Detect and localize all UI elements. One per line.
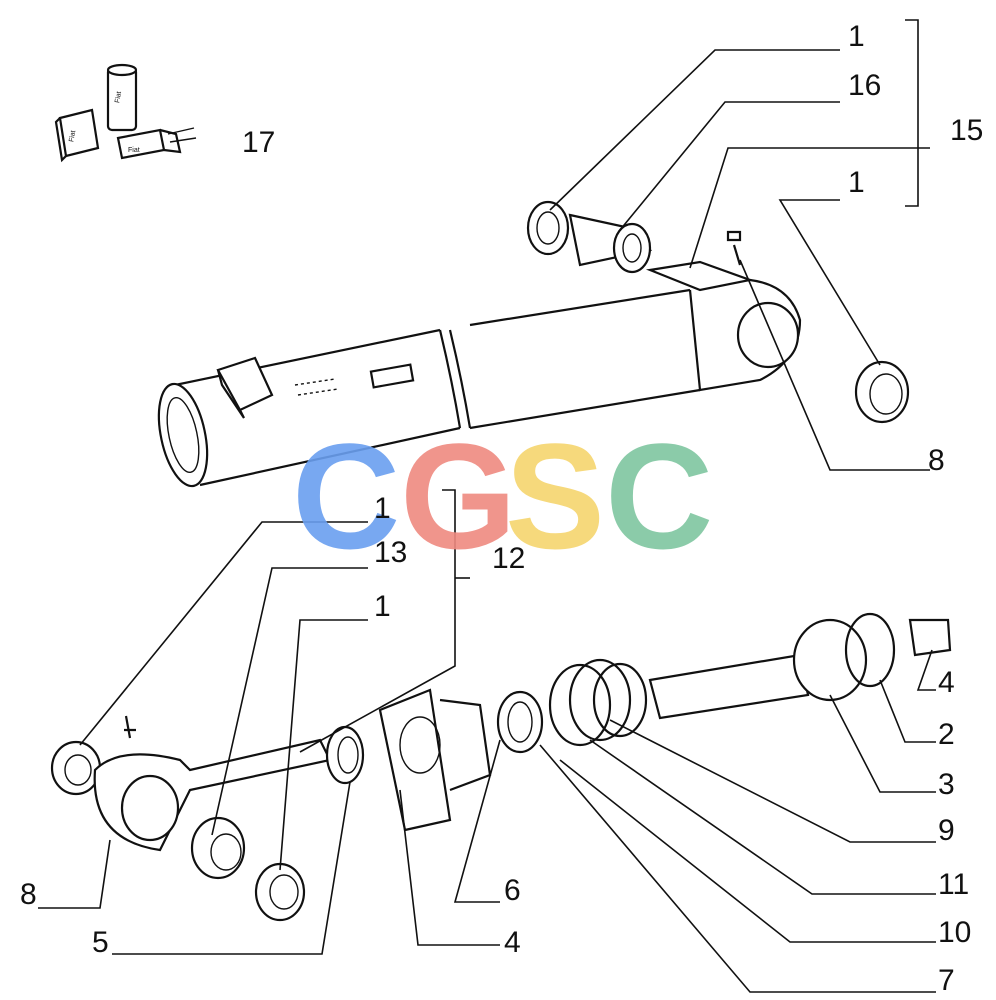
callout-1: 1: [374, 590, 391, 623]
callout-4: 4: [938, 666, 955, 699]
callout-5: 5: [92, 926, 109, 959]
callout-1: 1: [374, 492, 391, 525]
callout-17: 17: [242, 126, 275, 159]
kit-box-label: Fiat: [114, 91, 123, 104]
callout-1: 1: [848, 20, 865, 53]
cgsc-watermark: C G S C: [292, 412, 713, 580]
piston-rod-and-seals: [325, 612, 952, 832]
watermark-letter: C: [605, 412, 713, 580]
kit-box-label: Fiat: [128, 147, 140, 154]
kit-box-label: Fiat: [68, 130, 77, 143]
callout-labels: 1 16 15 1 17 8 1 13 12 1 4 2 3 9 11 10 7…: [20, 20, 983, 997]
watermark-letter: G: [400, 412, 517, 580]
callout-3: 3: [938, 768, 955, 801]
rod-eye-assembly: [50, 715, 332, 922]
callout-12: 12: [492, 542, 525, 575]
bushing-16: [526, 200, 653, 274]
callout-6: 6: [504, 874, 521, 907]
callout-9: 9: [938, 814, 955, 847]
callout-8: 8: [20, 878, 37, 911]
watermark-letter: C: [292, 412, 400, 580]
callout-8: 8: [928, 444, 945, 477]
callout-16: 16: [848, 69, 881, 102]
callout-1: 1: [848, 166, 865, 199]
callout-7: 7: [938, 964, 955, 997]
leader-lines: [38, 19, 936, 993]
callout-4: 4: [504, 926, 521, 959]
cylinder-barrel: [157, 230, 802, 488]
callout-15: 15: [950, 114, 983, 147]
seal-kit-illustration: Fiat Fiat Fiat: [54, 63, 197, 163]
callout-13: 13: [374, 536, 407, 569]
watermark-letter: S: [505, 412, 605, 580]
callout-10: 10: [938, 916, 971, 949]
bushing-1-right: [854, 360, 910, 424]
callout-11: 11: [938, 868, 969, 901]
callout-2: 2: [938, 718, 955, 751]
